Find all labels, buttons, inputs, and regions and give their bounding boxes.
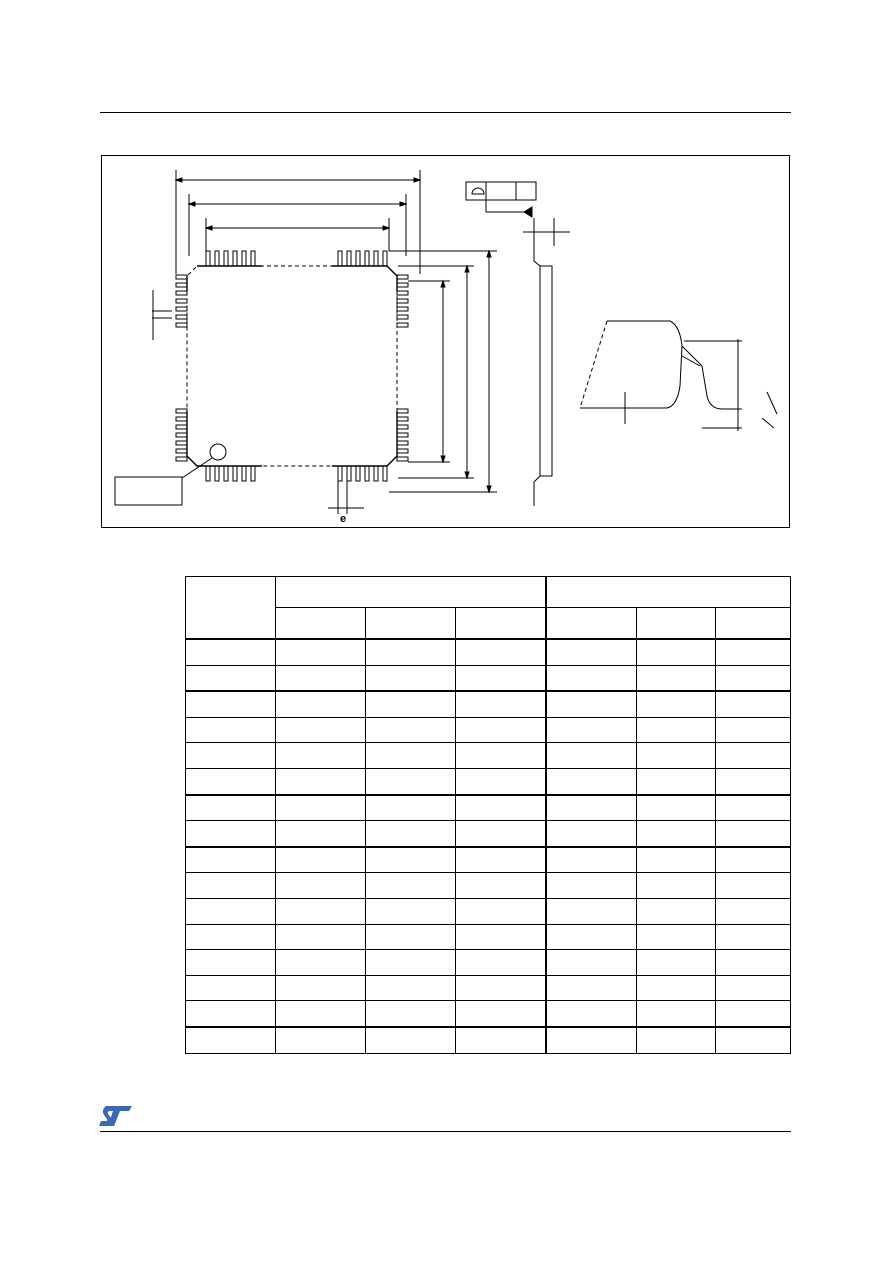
table-row [185,974,791,1002]
pins-left-top [175,274,188,328]
package-body-top-view [186,265,398,467]
table-header-cell [545,607,637,640]
pins-right-bottom [396,408,409,462]
table-row [185,872,791,899]
pin1-marker [209,443,227,461]
table-header-cell [185,576,276,640]
pins-bottom-left [205,465,256,482]
package-outline-figure: e [101,155,790,528]
pins-right-top [396,274,409,328]
table-row [185,1025,791,1054]
st-logo [99,1106,132,1126]
table-row [185,845,791,874]
table-header-cell [365,607,456,640]
pins-bottom-right [337,465,388,482]
table-row [185,690,791,718]
side-view-body [539,265,553,477]
table-row [185,923,791,951]
footer-rule [100,1131,791,1132]
package-outline-drawing: e [114,170,778,525]
pins-top-left [205,250,256,267]
lead-detail [580,320,683,409]
table-row [185,767,791,796]
table-header-cell [275,607,366,640]
table-row [185,1000,791,1028]
table-row [185,637,791,666]
header-rule [100,112,791,113]
table-header-cell [636,607,716,640]
table-header-cell [275,576,547,608]
pins-top-right [337,250,388,267]
table-row [185,742,791,769]
table-row [185,949,791,976]
table-row [185,664,791,692]
table-header-cell [455,607,547,640]
table-row [185,793,791,822]
table-row [185,897,791,925]
pitch-label: e [340,513,346,525]
table-header-cell [545,576,791,608]
pins-left-bottom [175,408,188,462]
table-header-cell [715,607,791,640]
table-row [185,716,791,744]
dimensions-table [185,576,791,1054]
table-row [185,820,791,848]
pin1-callout-box [114,476,183,506]
tolerance-frame [465,181,537,201]
